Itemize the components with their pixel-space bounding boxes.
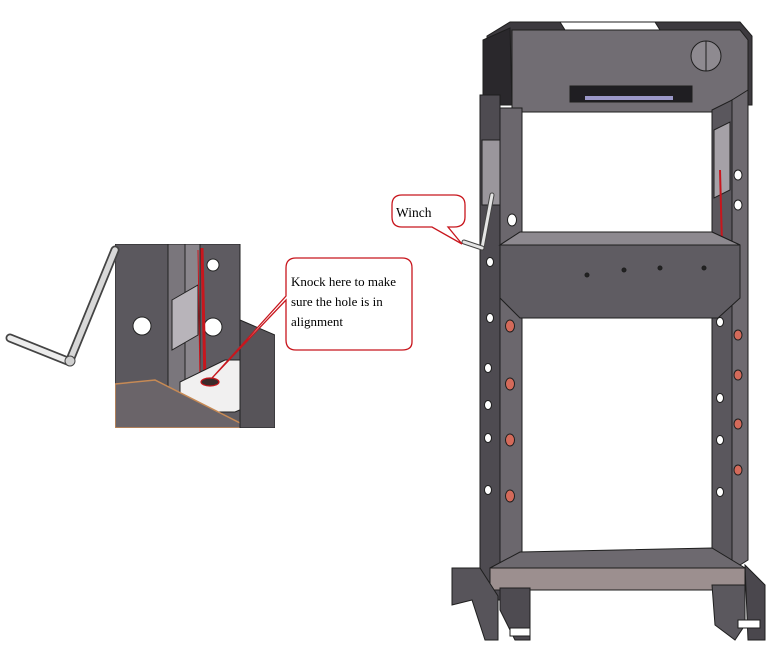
- knock-label-line-3: alignment: [291, 314, 343, 329]
- knock-label-line-1: Knock here to make: [291, 274, 397, 289]
- winch-label: Winch: [396, 205, 432, 220]
- press-frame: [451, 21, 766, 641]
- winch-callout-bubble: [391, 194, 466, 245]
- detail-inset: [5, 244, 275, 428]
- knock-label-line-2: sure the hole is in: [291, 294, 383, 309]
- knock-label: Knock here to make sure the hole is in a…: [291, 272, 409, 332]
- knock-callout-bubble: [211, 257, 413, 379]
